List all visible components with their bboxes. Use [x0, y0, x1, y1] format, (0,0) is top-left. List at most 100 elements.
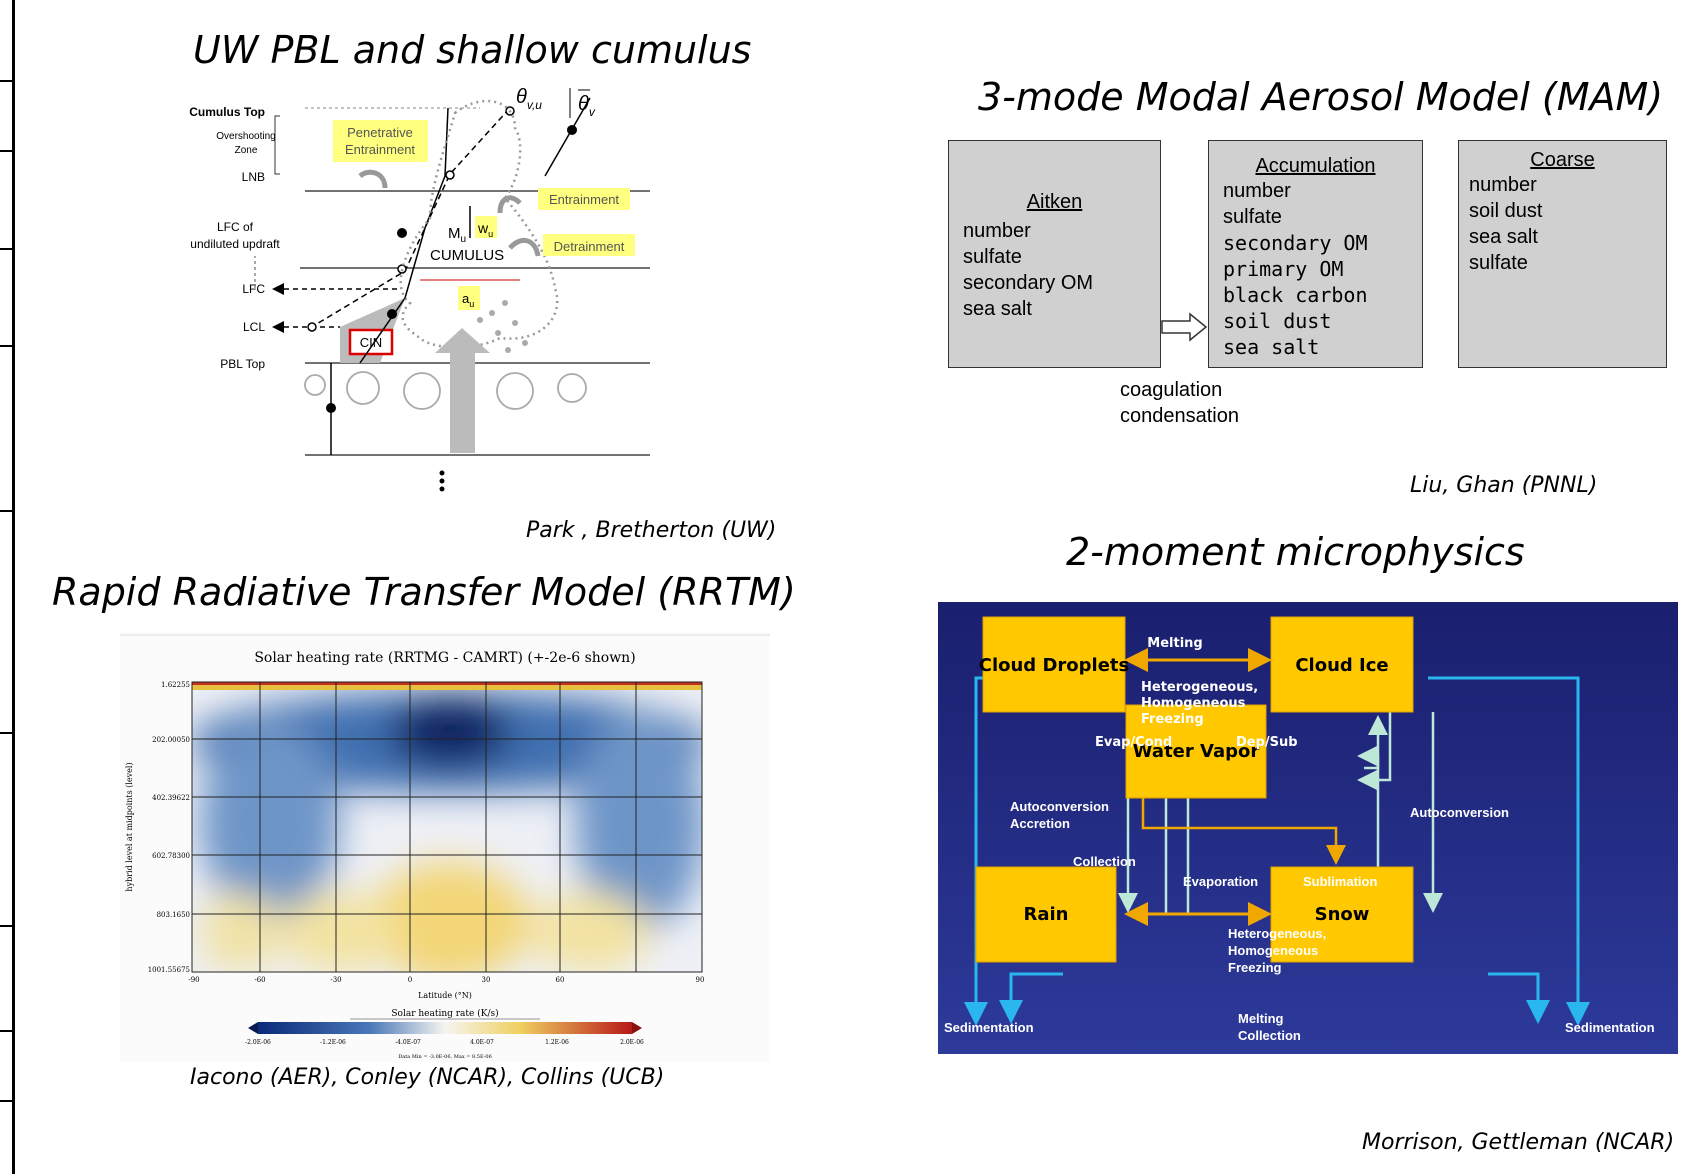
svg-text:202.00050: 202.00050: [152, 736, 190, 744]
penetrative-label-2: Entrainment: [345, 142, 415, 157]
mu-label: Mu: [448, 225, 466, 245]
droplet-dots: [477, 300, 528, 353]
label-overshooting: Overshooting: [216, 131, 275, 142]
rrtm-credit: Iacono (AER), Conley (NCAR), Collins (UC…: [190, 1065, 665, 1090]
svg-text:-4.0E-07: -4.0E-07: [395, 1039, 421, 1046]
sublimation-arrow: [1357, 746, 1380, 914]
mam-title: 3-mode Modal Aerosol Model (MAM): [978, 75, 1664, 119]
svg-text:Dep/Sub: Dep/Sub: [1236, 735, 1298, 750]
label-lcl: LCL: [243, 320, 265, 334]
rrtm-x-ticks: -90 -60 -30 0 30 60 90: [188, 976, 704, 984]
water-vapor-box: [1125, 704, 1267, 799]
cloud-droplets-box: [982, 616, 1126, 713]
rrtm-xlabel: Latitude (°N): [418, 991, 472, 1000]
pbl-title: UW PBL and shallow cumulus: [193, 28, 752, 72]
svg-text:1.2E-06: 1.2E-06: [545, 1039, 569, 1046]
accumulation-item: sea salt: [1223, 335, 1320, 359]
entrainment-box: [538, 188, 630, 210]
au-box: [458, 286, 480, 310]
profile-point: [387, 309, 397, 319]
sed-right-inner: [1488, 972, 1550, 1024]
aitken-item: sea salt: [963, 298, 1032, 320]
aitken-item: sulfate: [963, 246, 1022, 268]
colorbar-right-cap: [632, 1022, 642, 1034]
edge-tick: [0, 1100, 12, 1102]
cin-box: [348, 328, 394, 356]
svg-text:1001.55675: 1001.55675: [148, 966, 190, 974]
svg-text:602.78300: 602.78300: [152, 852, 190, 860]
theta-v-label: θv: [578, 93, 596, 119]
au-label: au: [462, 291, 474, 309]
mam-credit: Liu, Ghan (PNNL): [1410, 473, 1598, 498]
rrtm-plot: Solar heating rate (RRTMG - CAMRT) (+-2e…: [120, 632, 770, 1062]
svg-text:Heterogeneous,: Heterogeneous,: [1141, 680, 1258, 695]
cloud-ice-box: [1270, 616, 1414, 713]
accumulation-item: secondary OM: [1223, 231, 1368, 255]
pbl-credit: Park , Bretherton (UW): [526, 518, 777, 543]
rrtm-minmax: Data Min = -3.0E-06, Max = 8.5E-06: [398, 1054, 492, 1060]
rrtm-grid: [192, 682, 702, 972]
svg-text:-1.2E-06: -1.2E-06: [320, 1039, 346, 1046]
label-undiluted: undiluted updraft: [190, 237, 280, 251]
entrainment-label: Entrainment: [549, 192, 619, 207]
svg-text:1.62255: 1.62255: [161, 681, 190, 689]
upper-profile: [544, 97, 591, 177]
svg-text:-90: -90: [188, 976, 199, 984]
svg-text:30: 30: [482, 976, 491, 984]
heatmap-field: [192, 682, 702, 972]
edge-tick: [0, 248, 12, 250]
process-condensation: condensation: [1120, 405, 1239, 427]
water-vapor-label: Water Vapor: [1133, 741, 1260, 762]
left-edge-bar: [0, 0, 15, 1174]
stem-point: [326, 403, 336, 413]
sed-right-outer: [1428, 676, 1590, 1026]
wu-box: [475, 216, 497, 238]
micro-credit: Morrison, Gettleman (NCAR): [1362, 1130, 1675, 1155]
overshoot-bracket: [274, 115, 280, 175]
aitken-header: Aitken: [1026, 191, 1083, 213]
updraft-point: [307, 322, 317, 332]
detrainment-label: Detrainment: [554, 239, 625, 254]
depsub-arrow-down: [1357, 712, 1392, 790]
accumulation-header: Accumulation: [1255, 155, 1376, 177]
svg-text:Evap/Cond: Evap/Cond: [1095, 735, 1172, 750]
penetrative-box: [333, 120, 428, 162]
colorbar-left-cap: [248, 1022, 258, 1034]
rrtm-ylabel: hybrid level at midpoints (level): [125, 762, 134, 891]
sed-left-inner: [999, 972, 1063, 1024]
aitken-item: secondary OM: [963, 272, 1094, 294]
edge-tick: [0, 510, 12, 512]
detrainment-box: [543, 234, 635, 256]
accumulation-item: primary OM: [1223, 257, 1344, 281]
accumulation-item: soil dust: [1223, 309, 1332, 333]
svg-text:60: 60: [556, 976, 565, 984]
svg-text:-60: -60: [254, 976, 265, 984]
coarse-box: Coarse number soil dust sea salt sulfate: [1458, 140, 1667, 368]
edge-tick: [0, 345, 12, 347]
cloud-ice-label: Cloud Ice: [1295, 655, 1388, 676]
coarse-item: number: [1469, 174, 1537, 196]
microphysics-diagram: Cloud Droplets Cloud Ice Water Vapor Rai…: [938, 602, 1678, 1054]
colorbar-ticks: -2.0E-06 -1.2E-06 -4.0E-07 4.0E-07 1.2E-…: [245, 1039, 644, 1046]
edge-tick: [0, 925, 12, 927]
svg-text:803.1650: 803.1650: [157, 911, 190, 919]
svg-text:90: 90: [696, 976, 705, 984]
profile-point: [567, 125, 577, 135]
svg-text:Melting: Melting: [1147, 636, 1202, 651]
wu-label: wu: [477, 220, 493, 239]
rrtm-plot-title: Solar heating rate (RRTMG - CAMRT) (+-2e…: [254, 650, 635, 666]
svg-text:402.39622: 402.39622: [152, 794, 190, 802]
cumulus-outline: [399, 99, 559, 349]
pbl-diagram: Cumulus Top Overshooting Zone LNB LFC of…: [189, 88, 650, 492]
updraft-arrow: [435, 328, 490, 453]
process-coagulation: coagulation: [1120, 379, 1223, 401]
cloud-droplets-label: Cloud Droplets: [979, 655, 1129, 676]
label-cumulus-top: Cumulus Top: [189, 105, 265, 119]
accumulation-item: black carbon: [1223, 283, 1368, 307]
profile-point: [397, 228, 407, 238]
label-lfc-of: LFC of: [217, 220, 254, 234]
rrtm-title: Rapid Radiative Transfer Model (RRTM): [52, 570, 796, 614]
colorbar-label: Solar heating rate (K/s): [391, 1008, 498, 1019]
penetrative-arrow: [358, 169, 388, 189]
coarse-header: Coarse: [1530, 149, 1595, 171]
